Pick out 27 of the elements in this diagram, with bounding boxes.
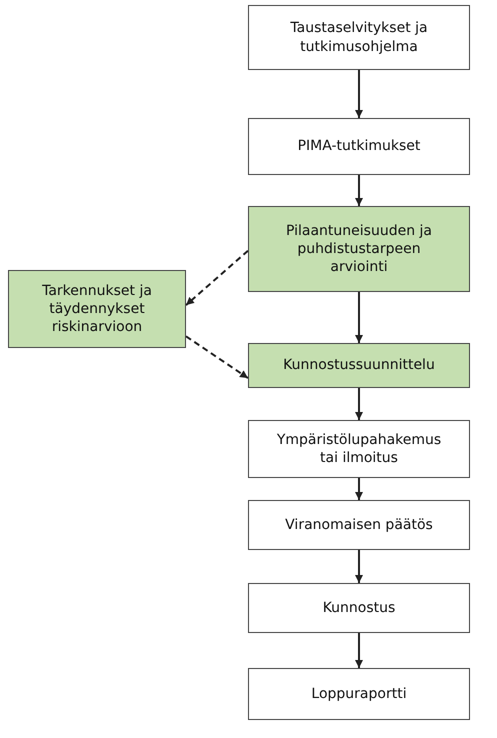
box-label: Pilaantuneisuuden ja puhdistustarpeen arviointi — [284, 222, 433, 276]
process-box — [248, 420, 470, 478]
process-box — [248, 206, 470, 292]
arrow — [355, 175, 363, 206]
arrow — [355, 70, 363, 118]
box-label: Loppuraportti — [311, 684, 407, 704]
dashed-arrow — [185, 335, 249, 379]
process-box — [248, 668, 470, 720]
process-box — [248, 500, 470, 550]
box-label: Tarkennukset ja täydennykset riskinarvioon — [41, 282, 153, 336]
box-label: Taustaselvitykset ja tutkimusohjelma — [289, 19, 429, 56]
box-label: Ympäristölupahakemus tai ilmoitus — [276, 430, 442, 468]
process-box — [248, 5, 470, 70]
box-label: PIMA-tutkimukset — [298, 137, 420, 156]
arrow — [355, 478, 363, 500]
process-box — [8, 270, 186, 348]
arrow — [355, 550, 363, 583]
process-box — [248, 118, 470, 175]
arrow — [355, 292, 363, 343]
dashed-arrow — [185, 250, 249, 306]
process-box — [248, 343, 470, 388]
arrow — [355, 388, 363, 420]
process-box — [248, 583, 470, 633]
box-label: Viranomaisen päätös — [285, 516, 433, 534]
arrow — [355, 633, 363, 668]
box-label: Kunnostus — [322, 598, 396, 618]
box-label: Kunnostussuunnittelu — [283, 356, 435, 375]
